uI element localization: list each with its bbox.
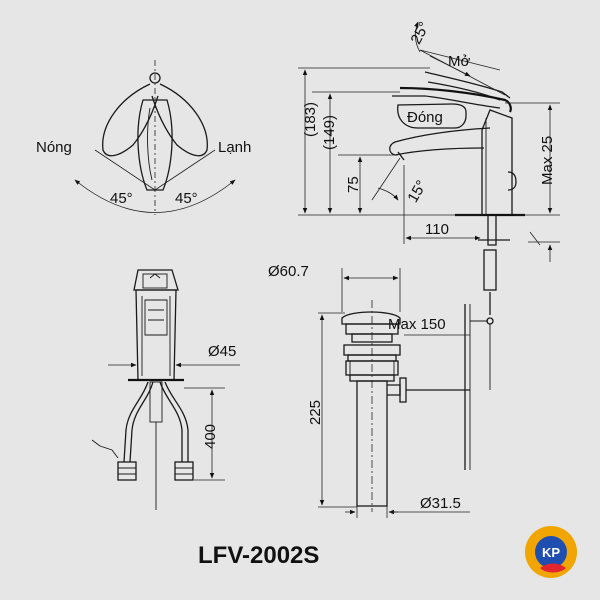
model-title: LFV-2002S	[198, 542, 319, 569]
height-75-label: 75	[345, 176, 362, 193]
hose-400-label: 400	[202, 424, 219, 449]
height-149-label: (149)	[321, 115, 338, 150]
faucet-side-view: 25° Mở Đóng (183) (149) 75	[298, 19, 560, 315]
open-angle-label: 25°	[407, 19, 433, 47]
open-label: Mở	[448, 53, 470, 70]
dia-607-label: Ø60.7	[268, 263, 309, 280]
hot-label: Nóng	[36, 139, 72, 156]
faucet-front-view: Ø45 400	[91, 269, 240, 510]
angle-left-label: 45°	[110, 190, 133, 207]
max-150-label: Max 150	[388, 316, 446, 333]
handle-top-view: Nóng Lạnh 45° 45°	[36, 60, 251, 215]
closed-label: Đóng	[407, 109, 443, 126]
reach-110-label: 110	[425, 221, 449, 238]
dia-315-label: Ø31.5	[420, 495, 461, 512]
brand-logo: KP	[525, 526, 577, 578]
angle-right-label: 45°	[175, 190, 198, 207]
drain-225-label: 225	[307, 400, 324, 425]
logo-text: KP	[542, 545, 560, 560]
spout-angle-label: 15°	[404, 178, 430, 206]
drain-assembly: Ø60.7 Max 150 225	[268, 263, 494, 518]
dia-45-label: Ø45	[208, 343, 236, 360]
max-25-label: Max 25	[539, 136, 556, 185]
height-183-label: (183)	[302, 102, 319, 137]
cold-label: Lạnh	[218, 139, 251, 156]
